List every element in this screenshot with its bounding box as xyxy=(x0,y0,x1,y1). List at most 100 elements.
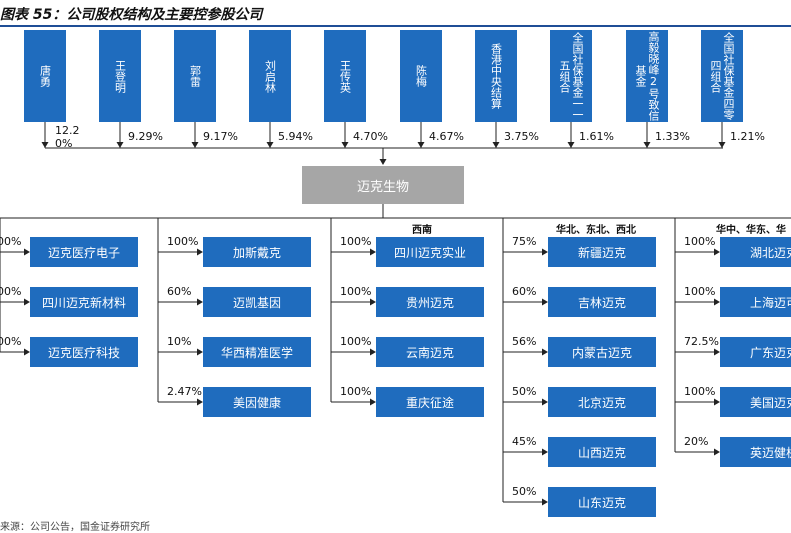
shareholder-arrow xyxy=(266,142,274,148)
subsidiary-box: 美国迈克 xyxy=(720,387,791,417)
subsidiary-box: 新疆迈克 xyxy=(548,237,656,267)
subsidiary-arrow xyxy=(197,298,203,306)
holding-pct: 100% xyxy=(340,235,372,248)
holding-pct: 10% xyxy=(167,335,192,348)
shareholder-box: 唐勇 xyxy=(24,30,66,122)
subsidiary-box: 山西迈克 xyxy=(548,437,656,467)
shareholder-name: 高毅晓峰2号致信基金 xyxy=(634,31,660,121)
subsidiary-box: 加斯戴克 xyxy=(203,237,311,267)
subsidiary-arrow xyxy=(714,398,720,406)
shareholder-arrow xyxy=(643,142,651,148)
shareholding-pct: 4.67% xyxy=(429,130,464,143)
subsidiary-box: 迈克医疗科技 xyxy=(30,337,138,367)
subsidiary-box: 广东迈克 xyxy=(720,337,791,367)
title-rule xyxy=(0,25,791,27)
holding-pct: 60% xyxy=(167,285,192,298)
shareholder-arrow xyxy=(116,142,124,148)
subsidiary-arrow xyxy=(197,398,203,406)
shareholder-arrow xyxy=(567,142,575,148)
shareholding-pct: 1.33% xyxy=(655,130,690,143)
shareholding-pct: 5.94% xyxy=(278,130,313,143)
subsidiary-arrow xyxy=(714,298,720,306)
shareholder-arrow xyxy=(718,142,726,148)
subsidiary-box: 吉林迈克 xyxy=(548,287,656,317)
subsidiary-box: 山东迈克 xyxy=(548,487,656,517)
shareholder-box: 刘启林 xyxy=(249,30,291,122)
shareholder-name: 全国社保基金四零四组合 xyxy=(709,32,735,120)
holding-pct: 100% xyxy=(684,385,716,398)
subsidiary-box: 华西精准医学 xyxy=(203,337,311,367)
shareholder-arrow xyxy=(41,142,49,148)
shareholding-pct: 1.21% xyxy=(730,130,765,143)
holding-pct: 72.5% xyxy=(684,335,719,348)
subsidiary-box: 内蒙古迈克 xyxy=(548,337,656,367)
holding-pct: 100% xyxy=(0,235,22,248)
shareholder-box: 陈梅 xyxy=(400,30,442,122)
figure-title: 图表 55：公司股权结构及主要控参股公司 xyxy=(0,7,263,23)
shareholder-name: 王登明 xyxy=(113,59,127,93)
region-label: 华中、华东、华 xyxy=(716,225,786,236)
subsidiary-box: 湖北迈克 xyxy=(720,237,791,267)
shareholder-box: 王登明 xyxy=(99,30,141,122)
subsidiary-arrow xyxy=(24,348,30,356)
shareholding-pct: 4.70% xyxy=(353,130,388,143)
shareholder-name: 王传英 xyxy=(338,59,352,93)
holding-pct: 100% xyxy=(340,385,372,398)
holding-pct: 100% xyxy=(0,335,22,348)
subsidiary-arrow xyxy=(370,398,376,406)
holding-pct: 2.47% xyxy=(167,385,202,398)
holding-pct: 100% xyxy=(340,335,372,348)
region-label: 西南 xyxy=(412,225,432,236)
shareholder-arrow xyxy=(341,142,349,148)
shareholder-box: 高毅晓峰2号致信基金 xyxy=(626,30,668,122)
subsidiary-arrow xyxy=(542,248,548,256)
subsidiary-arrow xyxy=(24,248,30,256)
holding-pct: 100% xyxy=(684,235,716,248)
shareholding-pct: 1.61% xyxy=(579,130,614,143)
subsidiary-arrow xyxy=(542,448,548,456)
region-label: 华北、东北、西北 xyxy=(556,225,636,236)
holding-pct: 50% xyxy=(512,485,537,498)
shareholder-name: 陈梅 xyxy=(414,65,428,87)
subsidiary-box: 迈克医疗电子 xyxy=(30,237,138,267)
shareholder-name: 刘启林 xyxy=(263,59,277,93)
holding-pct: 45% xyxy=(512,435,537,448)
holding-pct: 75% xyxy=(512,235,537,248)
shareholder-arrow xyxy=(191,142,199,148)
holding-pct: 60% xyxy=(512,285,537,298)
subsidiary-arrow xyxy=(197,248,203,256)
subsidiary-arrow xyxy=(197,348,203,356)
holding-pct: 100% xyxy=(0,285,22,298)
shareholder-name: 唐勇 xyxy=(38,65,52,87)
holding-pct: 20% xyxy=(684,435,709,448)
shareholder-box: 香港中央结算 xyxy=(475,30,517,122)
shareholder-box: 王传英 xyxy=(324,30,366,122)
subsidiary-box: 英迈健杭 xyxy=(720,437,791,467)
shareholder-name: 香港中央结算 xyxy=(489,43,503,109)
subsidiary-box: 美因健康 xyxy=(203,387,311,417)
subsidiary-box: 云南迈克 xyxy=(376,337,484,367)
shareholder-box: 全国社保基金一一五组合 xyxy=(550,30,592,122)
shareholder-box: 郭雷 xyxy=(174,30,216,122)
shareholder-arrow xyxy=(492,142,500,148)
subsidiary-arrow xyxy=(542,398,548,406)
subsidiary-box: 北京迈克 xyxy=(548,387,656,417)
subsidiary-box: 四川迈克实业 xyxy=(376,237,484,267)
subsidiary-box: 迈凯基因 xyxy=(203,287,311,317)
subsidiary-arrow xyxy=(24,298,30,306)
shareholder-box: 全国社保基金四零四组合 xyxy=(701,30,743,122)
subsidiary-arrow xyxy=(714,448,720,456)
subsidiary-arrow xyxy=(370,348,376,356)
holding-pct: 56% xyxy=(512,335,537,348)
holding-pct: 100% xyxy=(167,235,199,248)
subsidiary-box: 重庆征途 xyxy=(376,387,484,417)
shareholder-name: 全国社保基金一一五组合 xyxy=(558,32,584,120)
subsidiary-arrow xyxy=(370,248,376,256)
shareholder-name: 郭雷 xyxy=(188,65,202,87)
source-note: 来源：公司公告，国金证券研究所 xyxy=(0,522,150,533)
company-arrow xyxy=(379,159,387,165)
shareholding-pct: 9.17% xyxy=(203,130,238,143)
subsidiary-arrow xyxy=(542,498,548,506)
holding-pct: 100% xyxy=(684,285,716,298)
